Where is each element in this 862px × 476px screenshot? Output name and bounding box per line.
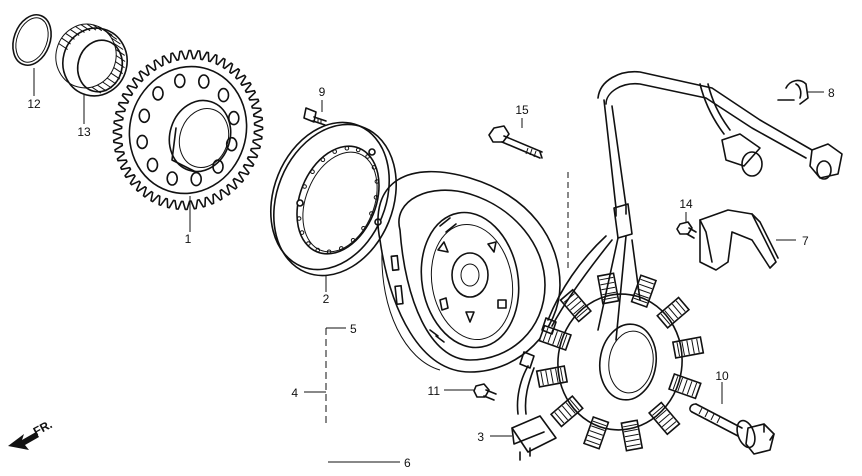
part-number-labels: 1 2 3 4 5 6 7 8 9 10 11 12 13 14 15	[27, 85, 835, 470]
part-number-4: 4	[291, 386, 298, 400]
part-number-3: 3	[477, 430, 484, 444]
needle-bearing-part	[55, 23, 128, 97]
bolt-15-part	[488, 125, 543, 159]
stator-part	[511, 71, 843, 461]
part-number-13: 13	[77, 125, 91, 139]
part-number-6: 6	[404, 456, 411, 470]
bolt-14-part	[676, 221, 697, 239]
bolt-9-part	[303, 107, 327, 126]
flange-bolt-10-part	[689, 403, 775, 455]
part-number-10: 10	[715, 369, 729, 383]
leader-lines	[33, 68, 824, 463]
bolt-11-part	[473, 383, 497, 401]
one-way-clutch-part	[269, 121, 398, 277]
part-number-14: 14	[679, 197, 693, 211]
cover-bracket-part	[699, 209, 779, 271]
part-number-5: 5	[350, 322, 357, 336]
wire-clamp-part	[777, 79, 809, 105]
part-number-1: 1	[185, 232, 192, 246]
starter-driven-gear-part	[112, 49, 264, 211]
front-direction-arrow-icon: FR.	[8, 417, 54, 450]
flywheel-part	[377, 170, 561, 373]
part-number-8: 8	[828, 86, 835, 100]
part-number-7: 7	[802, 234, 809, 248]
part-number-9: 9	[319, 85, 326, 99]
part-number-2: 2	[323, 292, 330, 306]
part-number-11: 11	[428, 384, 441, 398]
part-number-12: 12	[27, 97, 41, 111]
part-number-15: 15	[515, 103, 529, 117]
snap-ring-part	[12, 14, 52, 66]
